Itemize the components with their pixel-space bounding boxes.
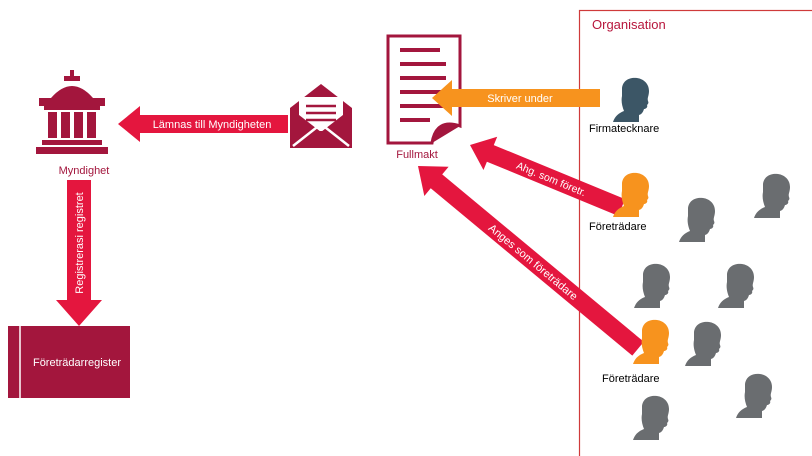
arrow-registered: Registrerasi registret [56,180,102,326]
arrow-signs: Skriver under [432,80,600,116]
government-building-icon [36,70,108,154]
document-label: Fullmakt [396,149,438,161]
envelope-icon [290,84,352,148]
person-icon [633,395,669,440]
register-label: Företrädarregister [33,357,121,369]
signatory-person-icon [613,77,649,122]
person-icon [736,373,772,418]
representative-person-icon [613,172,649,217]
person-icon [754,173,790,218]
register-box: Företrädarregister [8,326,130,398]
person-icon [718,263,754,308]
organisation-title: Organisation [592,17,666,32]
arrow-submitted-label: Lämnas till Myndigheten [153,119,272,131]
person-icon [685,321,721,366]
arrow-registered-label: Registrerasi registret [74,192,86,293]
signatory-label: Firmatecknare [589,123,659,135]
representative-label-2: Företrädare [602,373,659,385]
representative-label: Företrädare [589,221,646,233]
person-icon [634,263,670,308]
organisation-box: Organisation [578,9,812,456]
document-icon [386,34,462,145]
person-icon [679,197,715,242]
arrow-acts-as-rep: Ahg. som företr. [470,136,626,216]
arrow-stated-as-rep: Anges som företrädare [418,166,644,356]
authority-label: Myndighet [59,165,110,177]
arrow-signs-label: Skriver under [487,93,553,105]
arrow-stated-as-rep-label: Anges som företrädare [486,222,580,303]
arrow-submitted: Lämnas till Myndigheten [118,106,288,142]
